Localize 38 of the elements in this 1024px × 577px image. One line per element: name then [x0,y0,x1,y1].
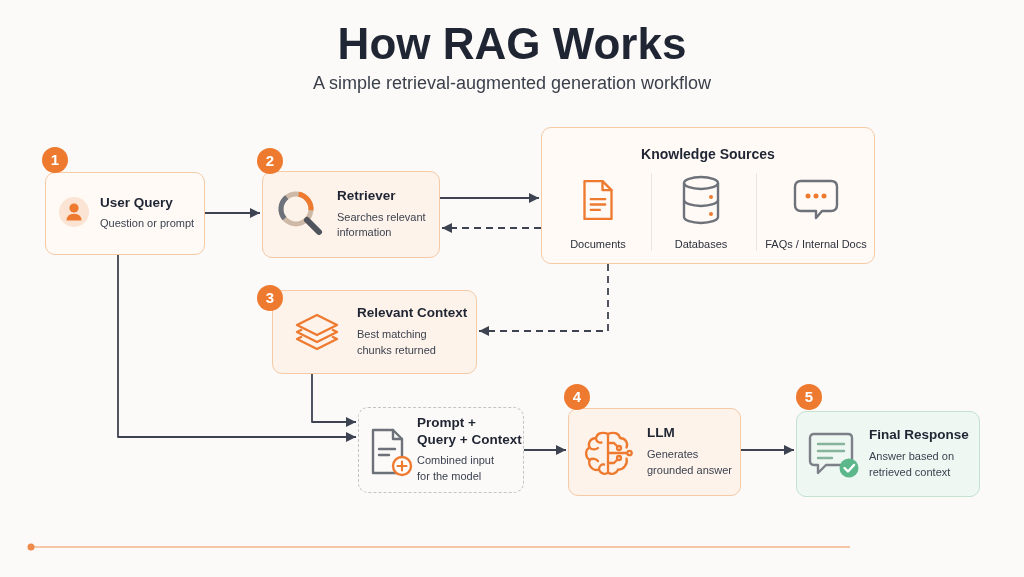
arrow [740,445,795,455]
arrow [311,373,357,427]
card-description: Combined input for the model [417,453,496,485]
subtitle: A simple retrieval-augmented generation workflow [312,74,712,94]
arrow [117,254,357,442]
panel-heading: Knowledge Sources [641,146,775,163]
card-title: User Query [100,194,173,212]
step-number: 3 [257,285,283,311]
source-label: Databases [674,238,728,252]
card-description: Generates grounded answer [647,447,733,478]
card-description: Best matching chunks returned [357,327,437,358]
arrow [439,193,540,203]
diagram-title: How RAG Works [337,22,687,66]
source-label: FAQs / Internal Docs [765,238,867,252]
process-card [262,171,440,258]
card-title: Final Response [869,427,969,444]
source-label: Documents [570,238,626,252]
process-card [272,290,477,374]
card-description: Answer based on retrieved context [869,449,955,480]
step-number: 4 [564,384,590,410]
step-number: 2 [257,148,283,174]
card-description: Question or prompt [100,216,195,232]
dashed-arrow [441,223,542,233]
card-title: Prompt + Query + Context [417,414,522,449]
card-title: Relevant Context [357,305,468,322]
input-card [358,407,524,493]
card-description: Searches relevant information [337,209,427,241]
source-panel [541,127,875,264]
step-number: 5 [796,384,822,410]
card-title: Retriever [337,187,396,205]
dashed-arrow [478,263,609,336]
process-card [45,172,205,255]
response-card [796,411,980,497]
arrow [523,445,567,455]
process-card [568,408,741,496]
card-title: LLM [647,425,675,442]
step-number: 1 [42,147,68,173]
arrow [204,208,261,218]
